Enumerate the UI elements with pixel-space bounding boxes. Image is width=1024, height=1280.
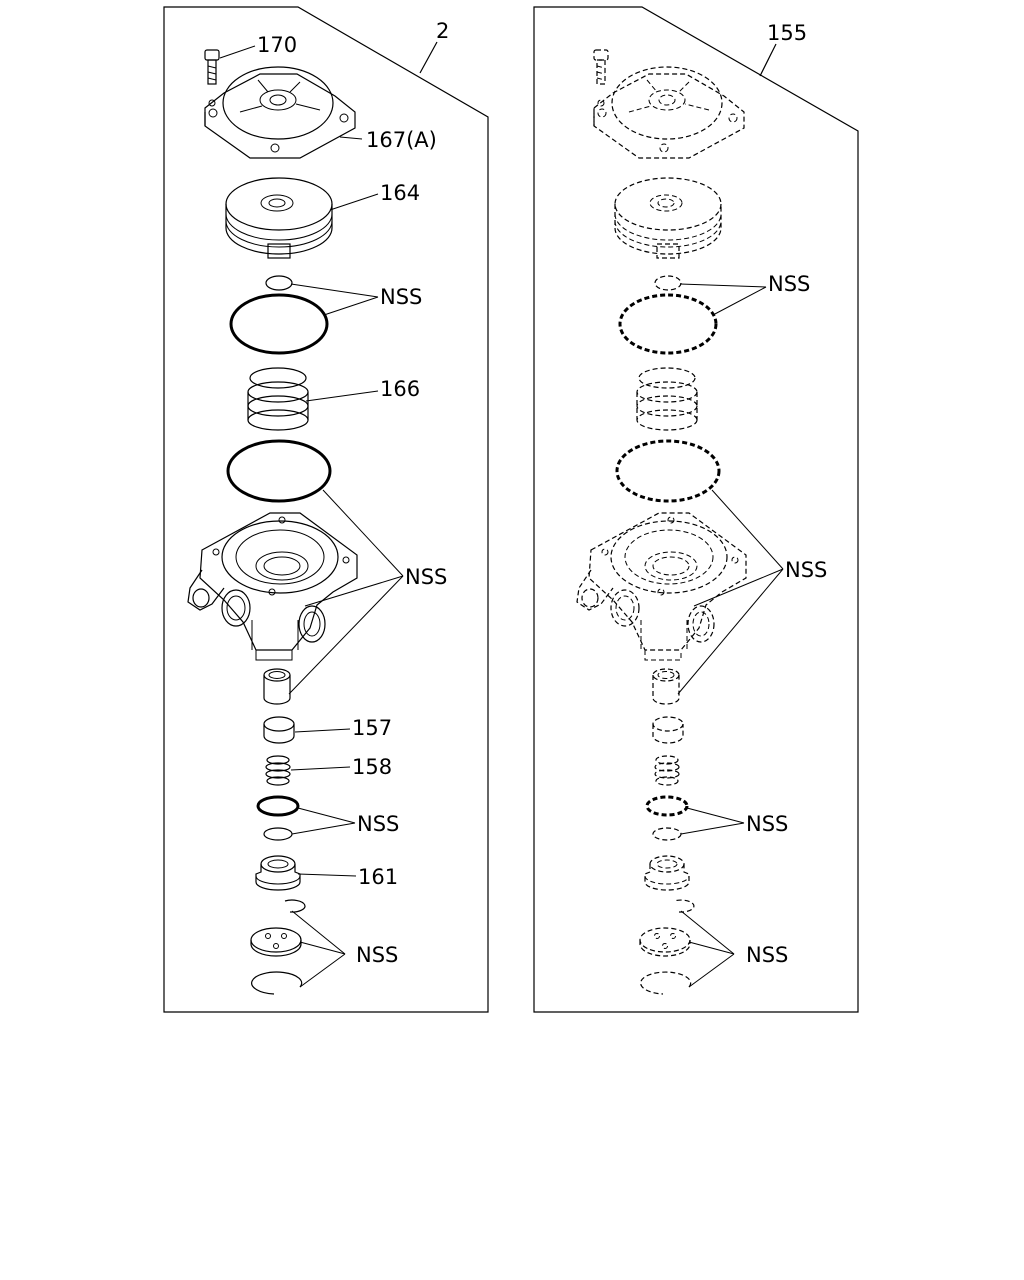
right-assembly-leader (759, 43, 777, 77)
right-label-oring-top-nss: NSS (768, 272, 810, 296)
label-valve-161: 161 (358, 865, 398, 889)
label-cover-167a: 167(A) (366, 128, 437, 152)
label-bolt-170: 170 (257, 33, 297, 57)
left-panel-frame (163, 6, 489, 1013)
left-assembly-leader (419, 41, 438, 74)
left-assembly-number: 2 (436, 19, 449, 43)
left-assembly-panel: 2 170 167(A) 164 NSS 166 NSS 1 (163, 6, 489, 1013)
label-seat-157: 157 (352, 716, 392, 740)
left-leader-lines (219, 45, 404, 988)
right-panel-frame (533, 6, 859, 1013)
label-snap-nss: NSS (356, 943, 398, 967)
right-parts-stack (575, 48, 748, 996)
right-assembly-number: 155 (767, 21, 807, 45)
label-body-nss: NSS (405, 565, 447, 589)
label-oring-bottom-nss: NSS (357, 812, 399, 836)
label-spring-166: 166 (380, 377, 420, 401)
label-piston-164: 164 (380, 181, 420, 205)
left-parts-stack (186, 48, 359, 996)
right-label-oring-bottom-nss: NSS (746, 812, 788, 836)
right-label-body-nss: NSS (785, 558, 827, 582)
right-leader-lines (677, 283, 784, 988)
label-spring-158: 158 (352, 755, 392, 779)
label-oring-top-nss: NSS (380, 285, 422, 309)
right-assembly-panel: 155 NSS NSS NSS NSS (533, 6, 859, 1013)
right-label-snap-nss: NSS (746, 943, 788, 967)
